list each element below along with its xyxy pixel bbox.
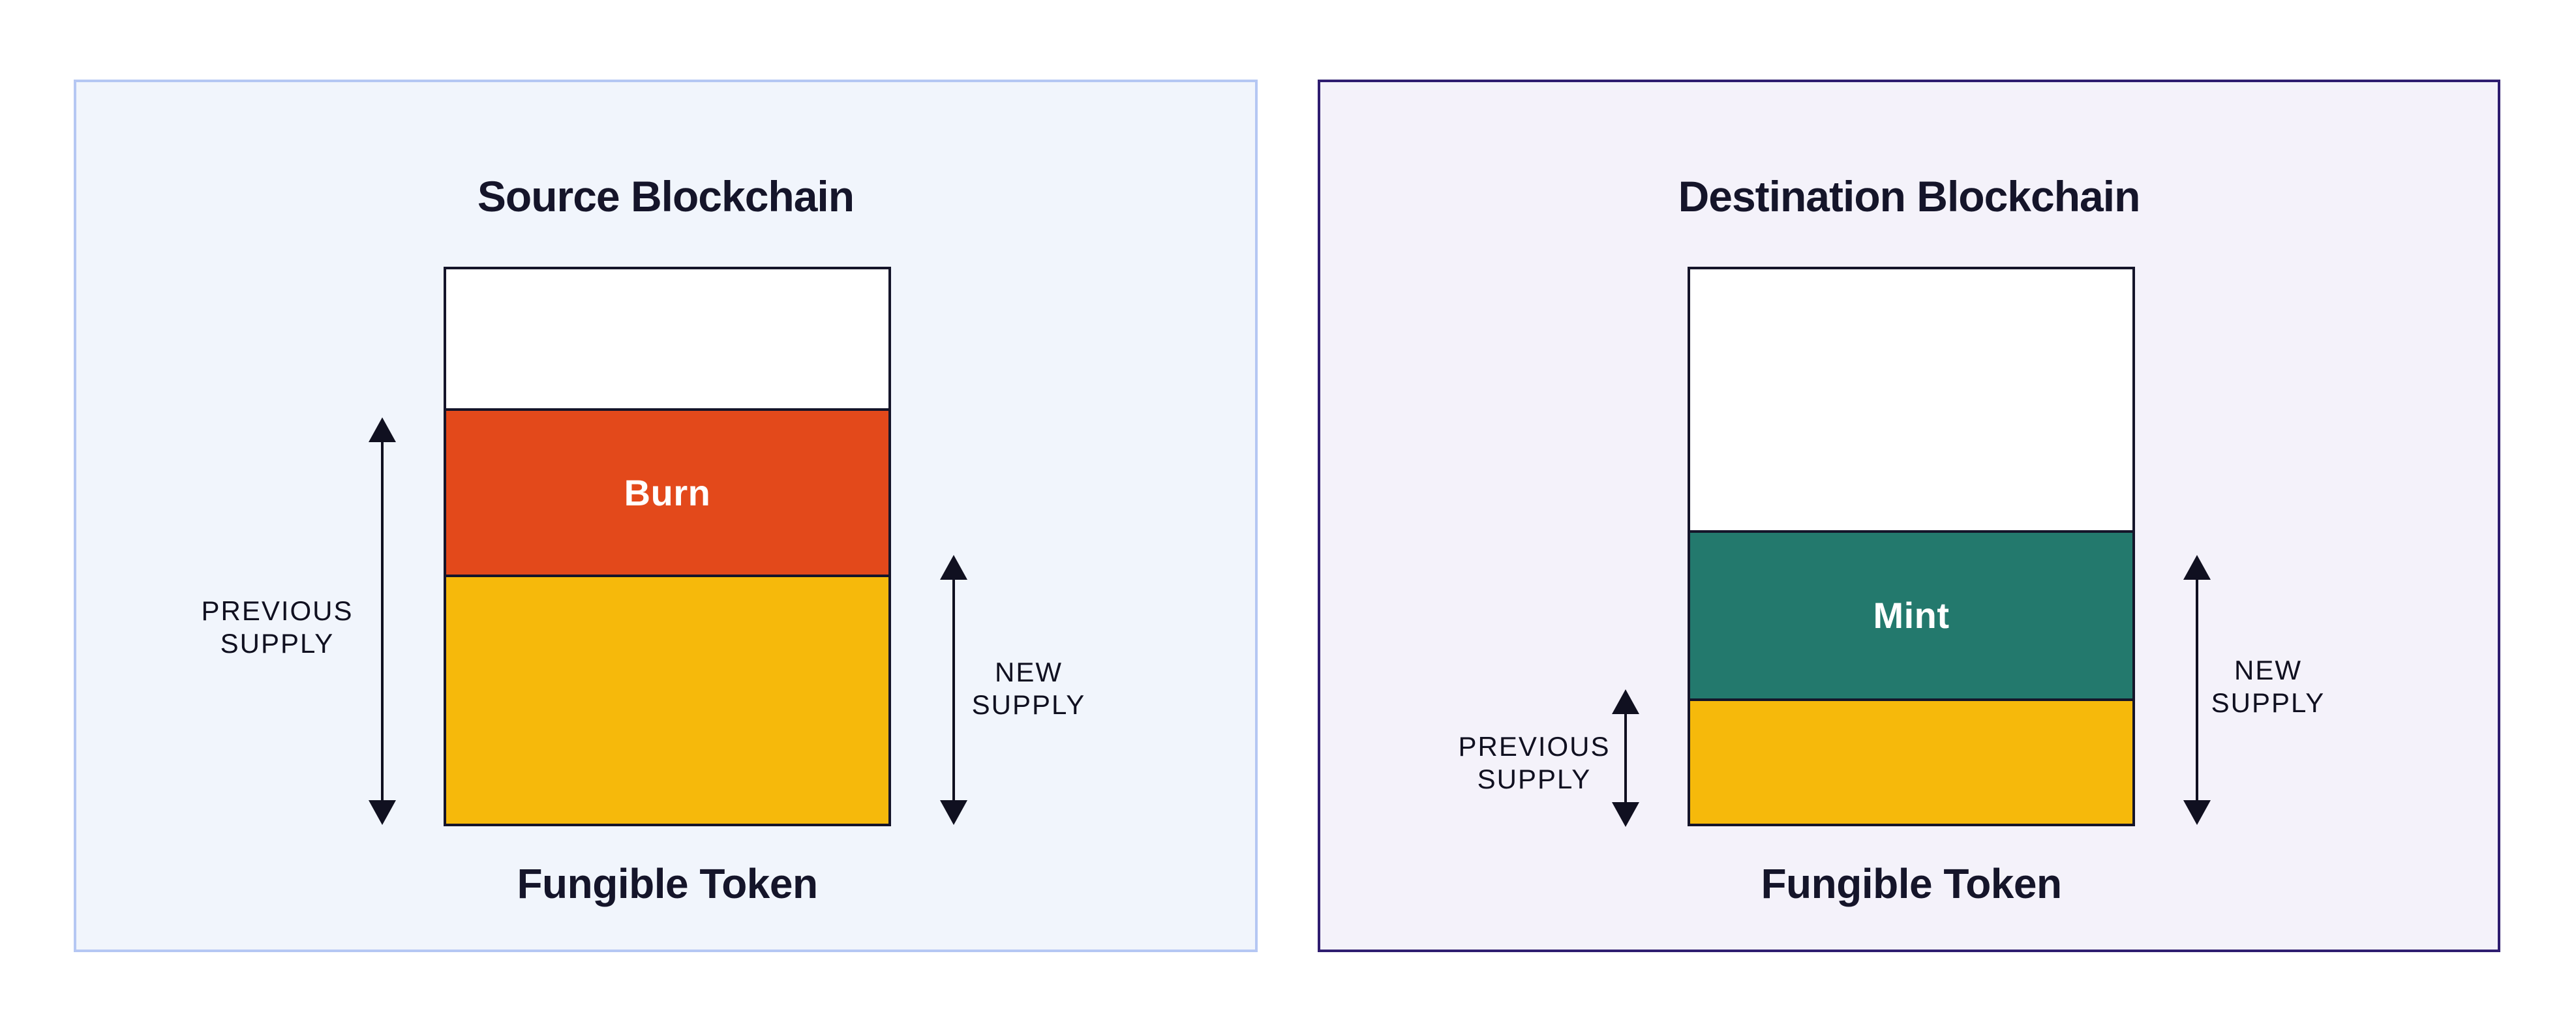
- destination-new-supply-label: NEW SUPPLY: [2211, 655, 2326, 718]
- bar-segment: [446, 269, 888, 408]
- bar-segment-mint: Mint: [1690, 530, 2132, 698]
- source-new-supply-label: NEW SUPPLY: [971, 657, 1086, 720]
- source-previous-supply-arrow: [367, 417, 397, 825]
- destination-previous-supply-label: PREVIOUS SUPPLY: [1458, 731, 1611, 794]
- arrow-down-icon: [1612, 802, 1639, 827]
- source-token-supply-bar: Burn: [444, 267, 891, 826]
- arrow-line: [1624, 709, 1627, 807]
- bar-segment: [1690, 269, 2132, 531]
- bar-segment-label: Mint: [1873, 595, 1950, 636]
- source-bar-caption: Fungible Token: [517, 860, 818, 907]
- source-blockchain-panel: Source Blockchain Burn PREVIOUS SUPPLY N…: [74, 80, 1258, 952]
- arrow-line: [952, 575, 955, 805]
- destination-token-supply-bar: Mint: [1688, 267, 2135, 826]
- destination-previous-supply-arrow: [1611, 689, 1641, 827]
- arrow-line: [381, 437, 384, 805]
- destination-blockchain-panel: Destination Blockchain Mint PREVIOUS SUP…: [1318, 80, 2500, 952]
- arrow-line: [2196, 575, 2198, 805]
- arrow-down-icon: [2183, 800, 2211, 825]
- arrow-down-icon: [940, 800, 967, 825]
- source-new-supply-arrow: [939, 555, 969, 825]
- destination-bar-caption: Fungible Token: [1761, 860, 2062, 907]
- source-panel-title: Source Blockchain: [477, 172, 855, 220]
- arrow-down-icon: [369, 800, 396, 825]
- destination-new-supply-arrow: [2182, 555, 2212, 825]
- bar-segment-label: Burn: [624, 472, 711, 513]
- bar-segment-burn: Burn: [446, 408, 888, 575]
- bar-segment: [1690, 698, 2132, 824]
- bar-segment: [446, 574, 888, 824]
- source-previous-supply-label: PREVIOUS SUPPLY: [201, 595, 354, 659]
- destination-panel-title: Destination Blockchain: [1678, 172, 2141, 220]
